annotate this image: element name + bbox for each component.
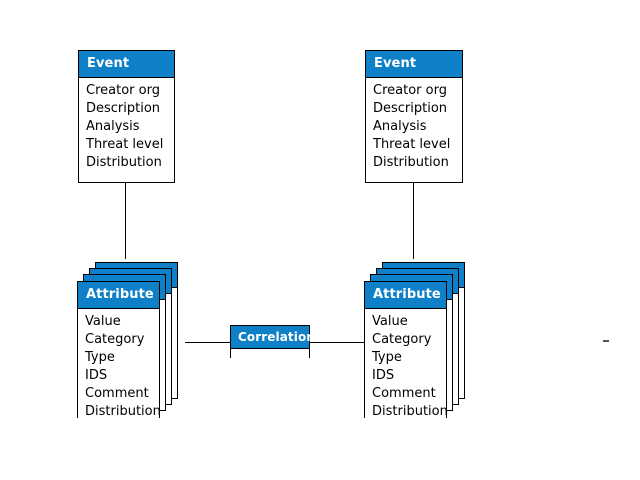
attribute-left-row-value: Value	[85, 314, 121, 329]
event-left-row-distribution: Distribution	[86, 155, 162, 170]
attribute-stack-right[interactable]: Attribute Value Category Type IDS Commen…	[364, 262, 474, 425]
event-right-row-analysis: Analysis	[373, 119, 427, 134]
attribute-right-row-distribution: Distribution	[372, 404, 448, 419]
attribute-right-row-type: Type	[372, 350, 402, 365]
event-left-row-creator-org: Creator org	[86, 83, 160, 98]
attribute-left-row-ids: IDS	[85, 368, 108, 383]
event-right-row-threat-level: Threat level	[373, 137, 451, 152]
attribute-left-row-type: Type	[85, 350, 115, 365]
event-right-row-description: Description	[373, 101, 448, 116]
event-right-body: Creator org Description Analysis Threat …	[366, 78, 462, 176]
attribute-right-row-ids: IDS	[372, 368, 395, 383]
connector-event-right-to-attribute-right	[413, 183, 414, 259]
correlation-header: Correlation	[231, 326, 315, 349]
event-left-row-analysis: Analysis	[86, 119, 140, 134]
attribute-right-row-category: Category	[372, 332, 432, 347]
attribute-left-body: Value Category Type IDS Comment Distribu…	[78, 309, 161, 425]
stray-mark-artifact	[603, 340, 609, 342]
attribute-left-row-category: Category	[85, 332, 145, 347]
attribute-right-row-comment: Comment	[372, 386, 436, 401]
attribute-right-header: Attribute	[365, 282, 446, 309]
attribute-left-row-distribution: Distribution	[85, 404, 161, 419]
event-left-body: Creator org Description Analysis Threat …	[79, 78, 174, 176]
attribute-box-right[interactable]: Attribute Value Category Type IDS Commen…	[364, 281, 448, 425]
event-right-row-distribution: Distribution	[373, 155, 449, 170]
event-right-row-creator-org: Creator org	[373, 83, 447, 98]
connector-attribute-left-to-correlation	[185, 342, 231, 343]
event-left-row-threat-level: Threat level	[86, 137, 164, 152]
event-box-right[interactable]: Event Creator org Description Analysis T…	[365, 50, 463, 183]
attribute-left-header: Attribute	[78, 282, 159, 309]
attribute-right-row-value: Value	[372, 314, 408, 329]
attribute-right-body: Value Category Type IDS Comment Distribu…	[365, 309, 448, 425]
correlation-box[interactable]: Correlation	[230, 325, 315, 363]
event-box-left[interactable]: Event Creator org Description Analysis T…	[78, 50, 175, 183]
connector-event-left-to-attribute-left	[125, 183, 126, 259]
event-left-row-description: Description	[86, 101, 161, 116]
attribute-left-row-comment: Comment	[85, 386, 149, 401]
event-left-header: Event	[79, 51, 174, 78]
attribute-box-left[interactable]: Attribute Value Category Type IDS Commen…	[77, 281, 161, 425]
attribute-stack-left[interactable]: Attribute Value Category Type IDS Commen…	[77, 262, 187, 425]
connector-correlation-to-attribute-right	[310, 342, 364, 343]
event-right-header: Event	[366, 51, 462, 78]
correlation-body	[231, 349, 309, 363]
